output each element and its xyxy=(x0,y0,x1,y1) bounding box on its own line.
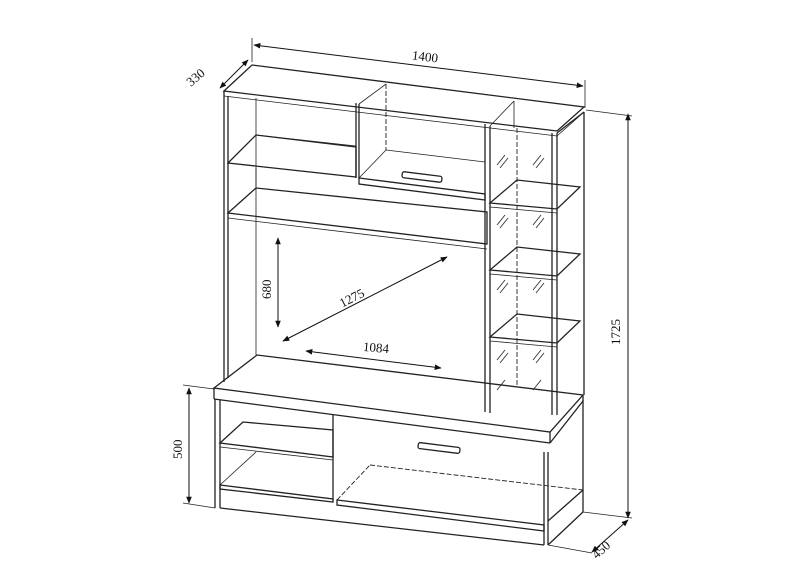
dimension-base-height: 500 xyxy=(170,384,216,509)
handle-icon xyxy=(401,171,443,183)
dimension-tv-height: 680 xyxy=(259,237,281,328)
dimension-tv-diagonal: 1275 xyxy=(282,256,448,342)
drawer-handle-icon xyxy=(417,442,461,454)
dimension-height-label: 1725 xyxy=(608,319,623,345)
top-compartment xyxy=(358,83,486,201)
dimension-height: 1725 xyxy=(585,109,633,519)
left-side-panel xyxy=(223,91,257,382)
glass-tower xyxy=(484,100,585,415)
dimension-top-depth: 330 xyxy=(183,59,249,89)
base-unit xyxy=(212,354,585,546)
upper-shelves xyxy=(226,103,488,250)
glass-reflections xyxy=(496,154,545,391)
dimension-top-depth-label: 330 xyxy=(183,65,208,89)
dimension-tv-width: 1084 xyxy=(305,339,442,370)
dimension-tv-width-label: 1084 xyxy=(362,339,390,356)
dimension-base-height-label: 500 xyxy=(170,440,185,460)
top-panel xyxy=(222,64,586,137)
dimension-tv-height-label: 680 xyxy=(259,280,274,300)
dimension-width: 1400 xyxy=(251,38,586,108)
dimension-tv-diagonal-label: 1275 xyxy=(337,285,367,310)
dimension-base-depth: 450 xyxy=(547,511,633,562)
dimension-width-label: 1400 xyxy=(411,47,439,65)
dimension-base-depth-label: 450 xyxy=(589,537,614,561)
